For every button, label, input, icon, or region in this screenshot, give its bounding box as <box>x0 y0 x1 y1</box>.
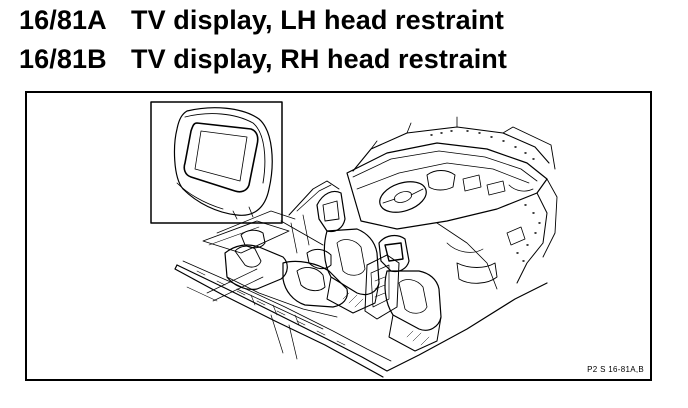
leader-line <box>280 220 324 246</box>
heading-lh: 16/81A TV display, LH head restraint <box>19 5 504 35</box>
figure-reference: P2 S 16-81A,B <box>587 365 644 374</box>
head-restraint-detail-inset <box>150 101 283 224</box>
heading-rh: 16/81B TV display, RH head restraint <box>19 44 507 74</box>
dash-texture <box>430 130 541 262</box>
heading-code: 16/81A <box>19 5 107 35</box>
car-interior-illustration <box>150 101 558 378</box>
heading-title: TV display, LH head restraint <box>131 5 504 35</box>
heading-title: TV display, RH head restraint <box>131 44 507 74</box>
figure-frame: P2 S 16-81A,B <box>25 91 652 381</box>
car-interior-drawing <box>174 116 558 378</box>
heading-code: 16/81B <box>19 44 107 74</box>
